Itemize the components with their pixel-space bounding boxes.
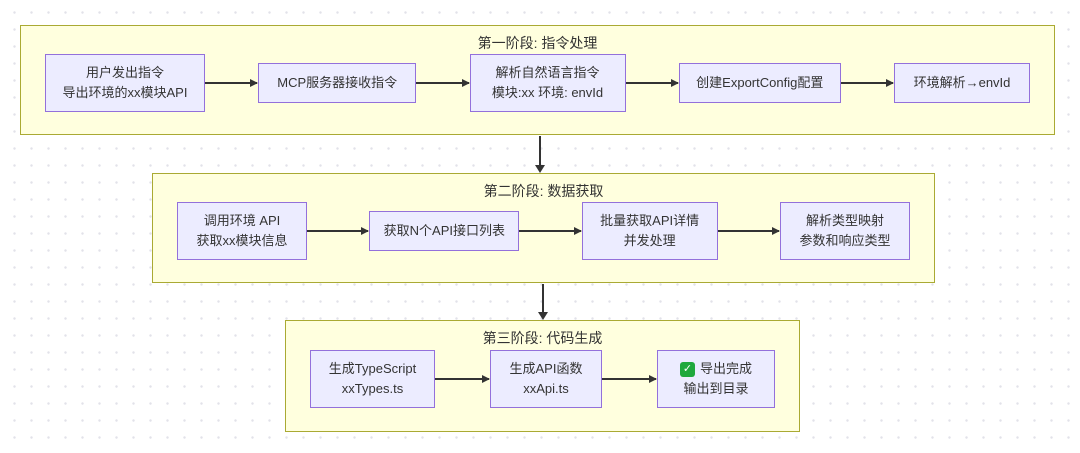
node-text-line: 获取N个API接口列表	[383, 223, 505, 238]
node-text-line: 用户发出指令	[85, 65, 164, 80]
node-text-line: 参数和响应类型	[799, 233, 891, 248]
node-batch-fetch-api-details: 批量获取API详情 并发处理	[581, 202, 718, 260]
node-text-line: 输出到目录	[683, 381, 749, 396]
node-parse-type-mapping: 解析类型映射 参数和响应类型	[779, 202, 910, 260]
node-text-line: 导出环境的xx模块API	[62, 85, 188, 100]
node-text: 导出完成	[699, 361, 752, 376]
arrow-right-icon	[435, 375, 490, 383]
arrow-right-icon	[717, 227, 781, 235]
arrow-right-icon	[602, 375, 657, 383]
node-call-env-api: 调用环境 API 获取xx模块信息	[177, 202, 307, 260]
node-text-line: 生成TypeScript	[328, 361, 417, 376]
node-user-issues-command: 用户发出指令 导出环境的xx模块API	[45, 54, 205, 112]
arrow-down-icon	[538, 284, 548, 320]
node-export-complete: ✓ 导出完成 输出到目录	[657, 350, 775, 408]
stage-1-container: 第一阶段: 指令处理 用户发出指令 导出环境的xx模块API MCP服务器接收指…	[20, 25, 1055, 135]
node-text-line: 并发处理	[623, 233, 676, 248]
node-get-api-list: 获取N个API接口列表	[369, 211, 520, 251]
stage-2-container: 第二阶段: 数据获取 调用环境 API 获取xx模块信息 获取N个API接口列表…	[152, 173, 935, 283]
node-text-line: 解析自然语言指令	[495, 65, 600, 80]
node-text-line: 生成API函数	[509, 361, 583, 376]
node-create-exportconfig: 创建ExportConfig配置	[678, 63, 841, 103]
node-text-line: 模块:xx 环境: envId	[491, 85, 604, 100]
node-text-line: MCP服务器接收指令	[277, 75, 398, 90]
stage-3-container: 第三阶段: 代码生成 生成TypeScript xxTypes.ts 生成API…	[285, 320, 800, 432]
node-mcp-receives-command: MCP服务器接收指令	[258, 63, 417, 103]
arrow-right-icon	[307, 227, 370, 235]
stage-1-title: 第一阶段: 指令处理	[477, 35, 598, 51]
node-text-line: 调用环境 API	[203, 213, 281, 228]
stage-2-row: 调用环境 API 获取xx模块信息 获取N个API接口列表 批量获取API详情 …	[177, 196, 910, 266]
node-text-line: 获取xx模块信息	[196, 233, 288, 248]
arrow-right-icon	[840, 79, 895, 87]
node-generate-api-functions: 生成API函数 xxApi.ts	[490, 350, 602, 408]
arrow-right-icon	[625, 79, 680, 87]
node-text-line: xxTypes.ts	[341, 381, 404, 396]
node-parse-natural-language: 解析自然语言指令 模块:xx 环境: envId	[469, 54, 626, 112]
check-icon: ✓	[679, 361, 695, 377]
arrow-right-icon	[416, 79, 470, 87]
node-text-line: xxApi.ts	[523, 381, 569, 396]
node-text-line: 环境解析→envId	[913, 75, 1011, 90]
stage-2-title: 第二阶段: 数据获取	[483, 183, 604, 199]
stage-3-title: 第三阶段: 代码生成	[482, 330, 603, 346]
node-text-line: 批量获取API详情	[600, 213, 700, 228]
arrow-right-icon	[205, 79, 259, 87]
node-text-line: 创建ExportConfig配置	[696, 75, 824, 90]
stage-3-row: 生成TypeScript xxTypes.ts 生成API函数 xxApi.ts…	[310, 343, 775, 415]
stage-1-row: 用户发出指令 导出环境的xx模块API MCP服务器接收指令 解析自然语言指令 …	[45, 48, 1030, 118]
node-env-resolve: 环境解析→envId	[894, 63, 1030, 103]
node-text-line: 解析类型映射	[805, 213, 884, 228]
node-text-line: ✓ 导出完成	[679, 359, 752, 379]
arrow-right-icon	[519, 227, 582, 235]
node-generate-typescript: 生成TypeScript xxTypes.ts	[310, 350, 435, 408]
arrow-down-icon	[535, 136, 545, 173]
